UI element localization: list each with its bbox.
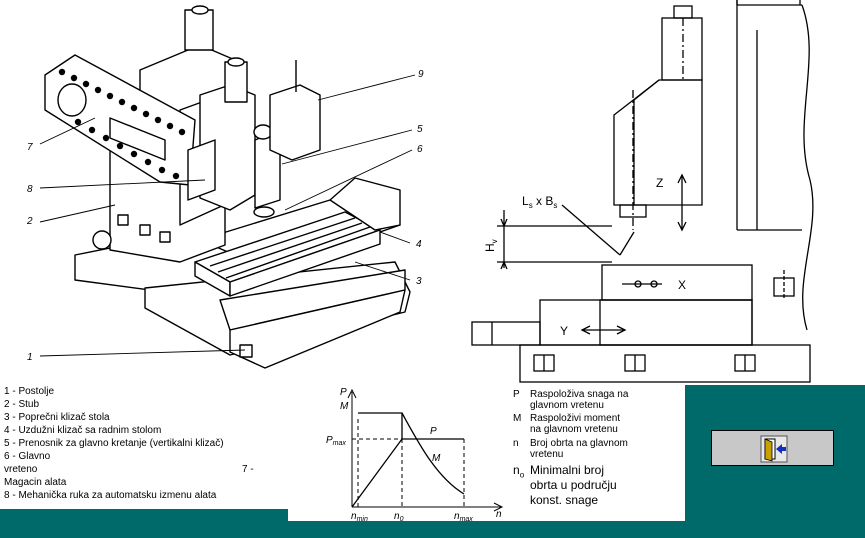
def-text: Minimalni broj [530,463,605,477]
legend-item: 4 - Uzdužni klizač sa radnim stolom [4,425,162,436]
hv-label: Hv [483,239,499,252]
legend-item: 2 - Stub [4,399,40,410]
def-text: obrta u području [530,478,617,492]
y-axis-m: M [340,401,349,412]
callout-9: 9 [418,69,424,80]
def-key-n: n [513,438,519,449]
y-axis-p: P [340,387,347,398]
pmax-label: Pmax [326,435,346,447]
legend-item: 5 - Prenosnik za glavno kretanje (vertik… [4,438,224,449]
callout-1: 1 [27,352,33,363]
x-axis-n: n [496,509,502,520]
legend-item: vreteno [4,464,38,475]
legend-item: 3 - Poprečni klizač stola [4,412,110,423]
legend-item: 1 - Postolje [4,386,55,397]
y-axis-label: Y [560,324,568,338]
def-text: Broj obrta na glavnom [530,438,628,449]
schematic-drawing: Z X Y Ls x Bs Hv [471,0,814,383]
callout-4: 4 [416,239,422,250]
symbol-definitions: P Raspoloživa snaga na glavnom vretenu M… [513,389,683,508]
def-text: konst. snage [530,493,599,507]
legend-item: Magacin alata [4,477,67,488]
machining-center-drawing: 7 9 5 6 8 2 4 3 1 [26,5,424,369]
exit-door-icon [760,435,788,463]
exit-button[interactable] [711,430,834,466]
legend-item: 6 - Glavno [4,451,51,462]
def-text: na glavnom vretenu [530,424,618,435]
def-text: Raspoloživi moment [530,413,621,424]
callout-6: 6 [417,144,423,155]
def-text: vretenu [530,449,564,460]
callout-8: 8 [27,184,33,195]
legend-item: 7 - [242,464,254,475]
z-axis-label: Z [656,176,663,190]
nmax-label: nmax [454,511,473,522]
nmin-label: nmin [351,511,368,522]
curve-p-label: P [430,426,437,437]
bottom-left-bar [0,509,288,538]
callout-2: 2 [26,216,33,227]
legend-item: 8 - Mehanička ruka za automatsku izmenu … [4,490,217,501]
x-axis-label: X [678,278,686,292]
ls-bs-label: Ls x Bs [522,194,557,210]
def-key-m: M [513,413,522,424]
callout-7: 7 [27,142,33,153]
bottom-bar [288,521,688,538]
parts-legend: 1 - Postolje 2 - Stub 3 - Poprečni kliza… [4,385,254,502]
curve-m-label: M [432,453,441,464]
power-torque-graph: P M Pmax P M n nmin n0 nmax [326,387,504,522]
callout-5: 5 [417,124,423,135]
def-key-p: P [513,389,520,400]
n0-label: n0 [394,511,404,522]
callout-3: 3 [416,276,422,287]
def-text: Raspoloživa snaga na [530,389,629,400]
def-text: glavnom vretenu [530,400,604,411]
def-key-n0: no [513,463,525,480]
